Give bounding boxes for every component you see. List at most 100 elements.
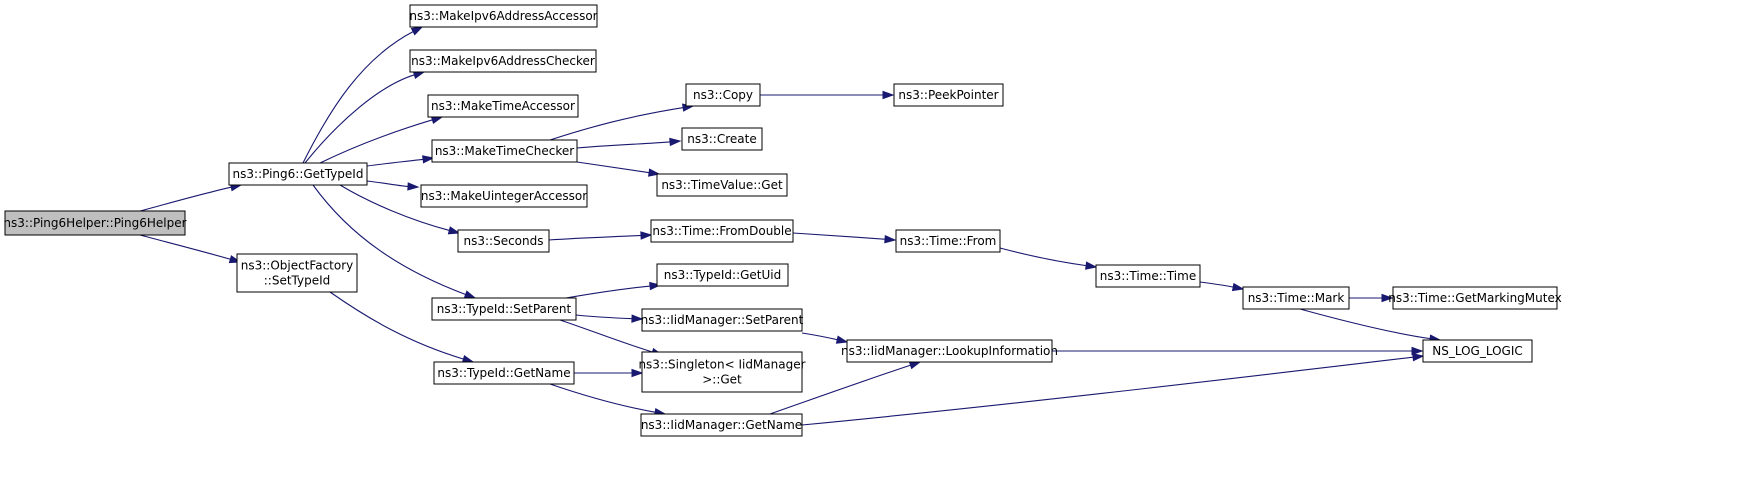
node-time-fromdouble[interactable]: ns3::Time::FromDouble	[650, 219, 794, 243]
node-label: ns3::MakeIpv6AddressChecker	[411, 54, 595, 68]
edge-line	[339, 184, 451, 232]
node-box	[1095, 264, 1201, 288]
node-label: ns3::TypeId::GetName	[437, 366, 570, 380]
edge-arrowhead	[447, 226, 461, 235]
node-time-mark[interactable]: ns3::Time::Mark	[1242, 286, 1350, 310]
node-box	[640, 413, 803, 437]
node-box	[1422, 339, 1533, 363]
node-maketimeaccessor[interactable]: ns3::MakeTimeAccessor	[427, 94, 579, 118]
node-singleton-iidmanager-get[interactable]: ns3::Singleton< IidManager>::Get	[638, 351, 806, 393]
edge-line	[312, 184, 467, 296]
node-makeuintegeraccessor[interactable]: ns3::MakeUintegerAccessor	[420, 184, 588, 208]
edge-n8-n14	[548, 231, 653, 241]
node-peekpointer[interactable]: ns3::PeekPointer	[893, 83, 1004, 107]
edge-line	[548, 234, 643, 241]
node-box	[409, 4, 598, 28]
node-box	[641, 308, 803, 332]
node-box	[1392, 286, 1558, 310]
node-iidmanager-setparent[interactable]: ns3::IidManager::SetParent	[641, 308, 804, 332]
node-label: ns3::MakeUintegerAccessor	[421, 189, 587, 203]
edge-n22-n23	[1199, 281, 1245, 292]
edge-n1-n7	[366, 180, 420, 191]
node-label: ns3::PeekPointer	[898, 88, 998, 102]
node-makeipv6addressaccessor[interactable]: ns3::MakeIpv6AddressAccessor	[409, 4, 598, 28]
node-box	[681, 127, 763, 151]
edge-line	[139, 234, 232, 261]
node-typeid-getname[interactable]: ns3::TypeId::GetName	[433, 361, 575, 385]
edge-arrowhead	[640, 231, 653, 240]
node-label: ns3::TypeId::GetUid	[664, 268, 782, 282]
edge-line	[302, 30, 415, 164]
edge-n1-n4	[304, 70, 426, 164]
edge-line	[1199, 281, 1235, 288]
node-box	[457, 229, 550, 253]
node-timevalue-get[interactable]: ns3::TimeValue::Get	[656, 173, 788, 197]
node-time-time[interactable]: ns3::Time::Time	[1095, 264, 1201, 288]
edge-line	[139, 186, 233, 212]
edge-n0-n1	[139, 183, 243, 212]
node-label: ns3::Singleton< IidManager	[638, 358, 805, 372]
node-label: NS_LOG_LOGIC	[1432, 344, 1523, 358]
edge-line	[801, 332, 839, 341]
node-label: ns3::MakeTimeAccessor	[431, 99, 575, 113]
node-box	[4, 210, 186, 236]
edge-n16-n21	[801, 332, 849, 344]
edge-line	[366, 158, 425, 167]
node-box	[431, 139, 578, 163]
edge-arrowhead	[1411, 346, 1424, 356]
edge-n6-n13	[576, 161, 661, 177]
node-layer: ns3::Ping6Helper::Ping6Helper ns3::Ping6:…	[3, 4, 1562, 437]
node-label: ::SetTypeId	[264, 274, 331, 288]
edge-n9-n15	[565, 281, 662, 299]
node-time-from[interactable]: ns3::Time::From	[895, 229, 1001, 253]
node-seconds[interactable]: ns3::Seconds	[457, 229, 550, 253]
edge-arrowhead	[1231, 282, 1245, 292]
node-label: ns3::Time::Mark	[1248, 291, 1345, 305]
node-box	[641, 351, 803, 393]
node-copy[interactable]: ns3::Copy	[685, 83, 761, 107]
node-box	[433, 361, 575, 385]
edge-arrowhead	[1381, 293, 1394, 303]
edge-n10-n17	[574, 368, 644, 378]
node-ping6helper-ping6helper[interactable]: ns3::Ping6Helper::Ping6Helper	[3, 210, 187, 236]
node-iidmanager-lookupinformation[interactable]: ns3::IidManager::LookupInformation	[841, 339, 1058, 363]
node-box	[228, 162, 368, 186]
node-box	[685, 83, 761, 107]
node-makeipv6addresschecker[interactable]: ns3::MakeIpv6AddressChecker	[409, 49, 597, 73]
edge-line	[575, 314, 634, 320]
node-typeid-getuid[interactable]: ns3::TypeId::GetUid	[656, 263, 789, 287]
node-box	[893, 83, 1004, 107]
node-box	[895, 229, 1001, 253]
edge-arrowhead	[461, 354, 475, 363]
node-maketimechecker[interactable]: ns3::MakeTimeChecker	[431, 139, 578, 163]
edge-n23-n24	[1348, 293, 1394, 303]
edge-line	[1299, 308, 1432, 340]
edge-arrowhead	[835, 335, 849, 344]
edge-n23-n25	[1299, 308, 1442, 343]
node-label: ns3::Create	[687, 132, 756, 146]
edge-line	[576, 141, 672, 149]
node-box	[650, 219, 794, 243]
edge-arrowhead	[908, 361, 922, 370]
node-iidmanager-getname[interactable]: ns3::IidManager::GetName	[640, 413, 803, 437]
edge-n21-n25	[1052, 346, 1424, 356]
node-label: ns3::Ping6::GetTypeId	[233, 167, 364, 181]
node-create[interactable]: ns3::Create	[681, 127, 763, 151]
edge-line	[319, 119, 434, 164]
node-ping6-gettypeid[interactable]: ns3::Ping6::GetTypeId	[228, 162, 368, 186]
node-objectfactory-settypeid[interactable]: ns3::ObjectFactory::SetTypeId	[236, 253, 358, 293]
node-ns-log-logic[interactable]: NS_LOG_LOGIC	[1422, 339, 1533, 363]
node-time-getmarkingmutex[interactable]: ns3::Time::GetMarkingMutex	[1388, 286, 1562, 310]
node-label: ns3::IidManager::GetName	[641, 418, 802, 432]
node-label: ns3::TypeId::SetParent	[437, 302, 572, 316]
edge-n1-n8	[339, 184, 461, 235]
edge-line	[549, 383, 657, 413]
edge-arrowhead	[631, 314, 644, 323]
node-typeid-setparent[interactable]: ns3::TypeId::SetParent	[431, 297, 577, 321]
edge-line	[999, 247, 1088, 267]
node-box	[420, 184, 588, 208]
node-label: ns3::ObjectFactory	[241, 259, 354, 273]
edge-line	[549, 106, 685, 141]
edge-arrowhead	[430, 115, 444, 125]
edge-line	[329, 291, 465, 360]
